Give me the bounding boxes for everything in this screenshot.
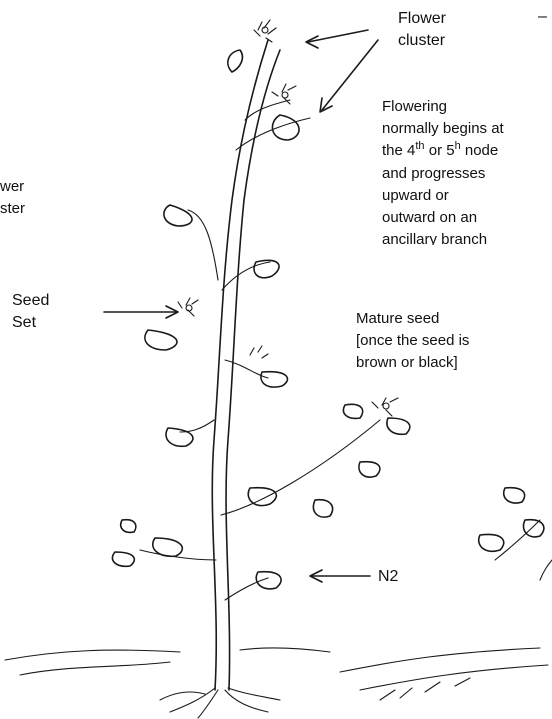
mature-seed-label: Mature seed [once the seed is brown or b… xyxy=(356,308,469,374)
text-fragment: node xyxy=(461,142,499,159)
flowering-note-line: upward or xyxy=(382,185,504,207)
corner-mark: – xyxy=(538,6,547,28)
superscript: h xyxy=(455,140,461,152)
flowering-note-line: normally begins at xyxy=(382,118,504,140)
flowering-note-line: outward on an xyxy=(382,207,504,229)
flowering-note-line: Flowering xyxy=(382,96,504,118)
flowering-note-line: the 4th or 5h node xyxy=(382,140,504,163)
text-fragment: or 5 xyxy=(425,142,455,159)
seed-set-line-2: Set xyxy=(12,312,49,334)
flower-cluster-left-line-1: wer xyxy=(0,176,25,198)
ground-line xyxy=(5,648,548,700)
flower-cluster-line-2: cluster xyxy=(398,30,446,52)
mature-seed-line-1: Mature seed xyxy=(356,308,469,330)
seed-set-label: Seed Set xyxy=(12,290,49,334)
mature-seed-line-2: [once the seed is xyxy=(356,330,469,352)
text-fragment: the 4 xyxy=(382,142,415,159)
flower-cluster-label-top: Flower cluster xyxy=(398,8,446,52)
arrow-icon xyxy=(104,30,378,582)
flower-cluster-left-line-2: ster xyxy=(0,198,25,220)
mature-seed-line-3: brown or black] xyxy=(356,352,469,374)
flower-cluster-label-left: wer ster xyxy=(0,176,25,220)
flowering-note: Flowering normally begins at the 4th or … xyxy=(382,96,504,245)
flower-cluster-line-1: Flower xyxy=(398,8,446,30)
seed-set-line-1: Seed xyxy=(12,290,49,312)
flowering-note-line: ancillary branch xyxy=(382,229,504,245)
flowering-note-line: and progresses xyxy=(382,163,504,185)
node-label: N2 xyxy=(378,566,398,588)
main-stem xyxy=(212,40,280,690)
branches xyxy=(140,100,380,600)
superscript: th xyxy=(415,140,424,152)
root-icon xyxy=(160,688,280,718)
